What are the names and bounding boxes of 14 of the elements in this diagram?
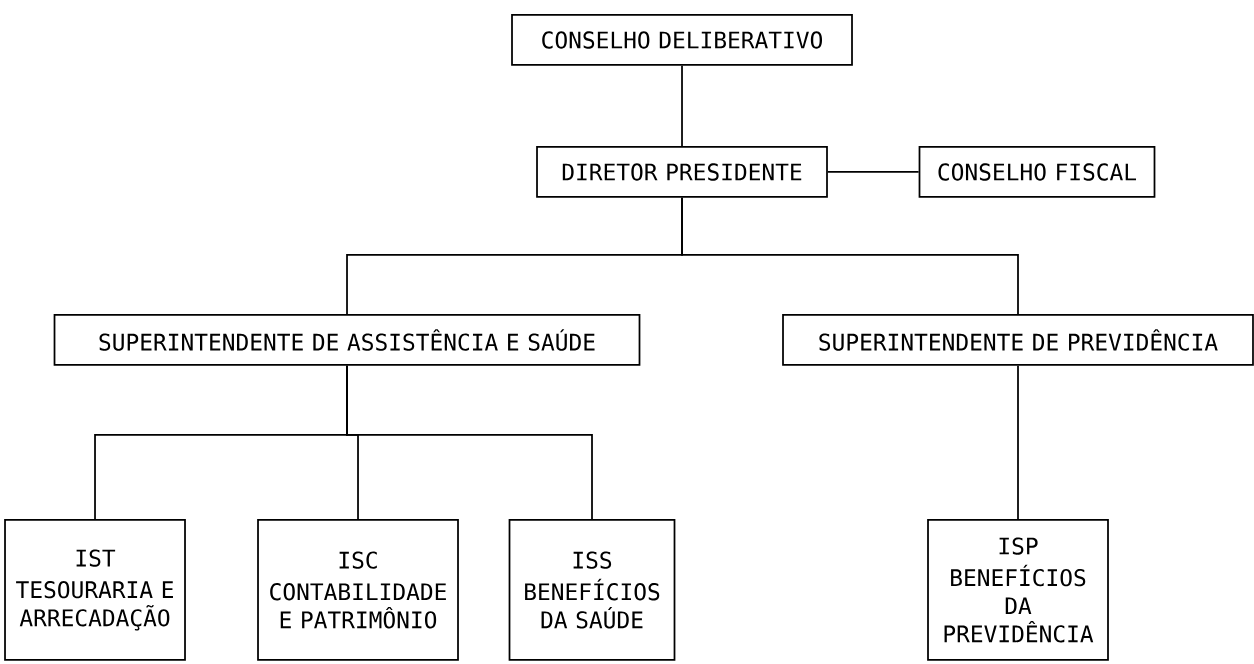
org-box: CONSELHO FISCAL [918, 146, 1156, 198]
org-box: DIRETOR PRESIDENTE [536, 146, 828, 198]
org-box: SUPERINTENDENTE DE ASSISTÊNCIA E SAÚDE [53, 314, 641, 366]
connector-line [681, 65, 683, 147]
connector-line [681, 197, 1019, 315]
org-box: ISS BENEFÍCIOS DA SAÚDE [508, 519, 676, 661]
connector-line [1017, 365, 1019, 520]
org-box: IST TESOURARIA E ARRECADAÇÃO [4, 519, 186, 661]
org-box: CONSELHO DELIBERATIVO [511, 14, 853, 66]
org-box: SUPERINTENDENTE DE PREVIDÊNCIA [782, 314, 1254, 366]
org-box: ISP BENEFÍCIOS DA PREVIDÊNCIA [927, 519, 1109, 661]
org-box: ISC CONTABILIDADE E PATRIMÔNIO [257, 519, 459, 661]
connector-line [346, 365, 593, 520]
connector-line [827, 171, 920, 173]
